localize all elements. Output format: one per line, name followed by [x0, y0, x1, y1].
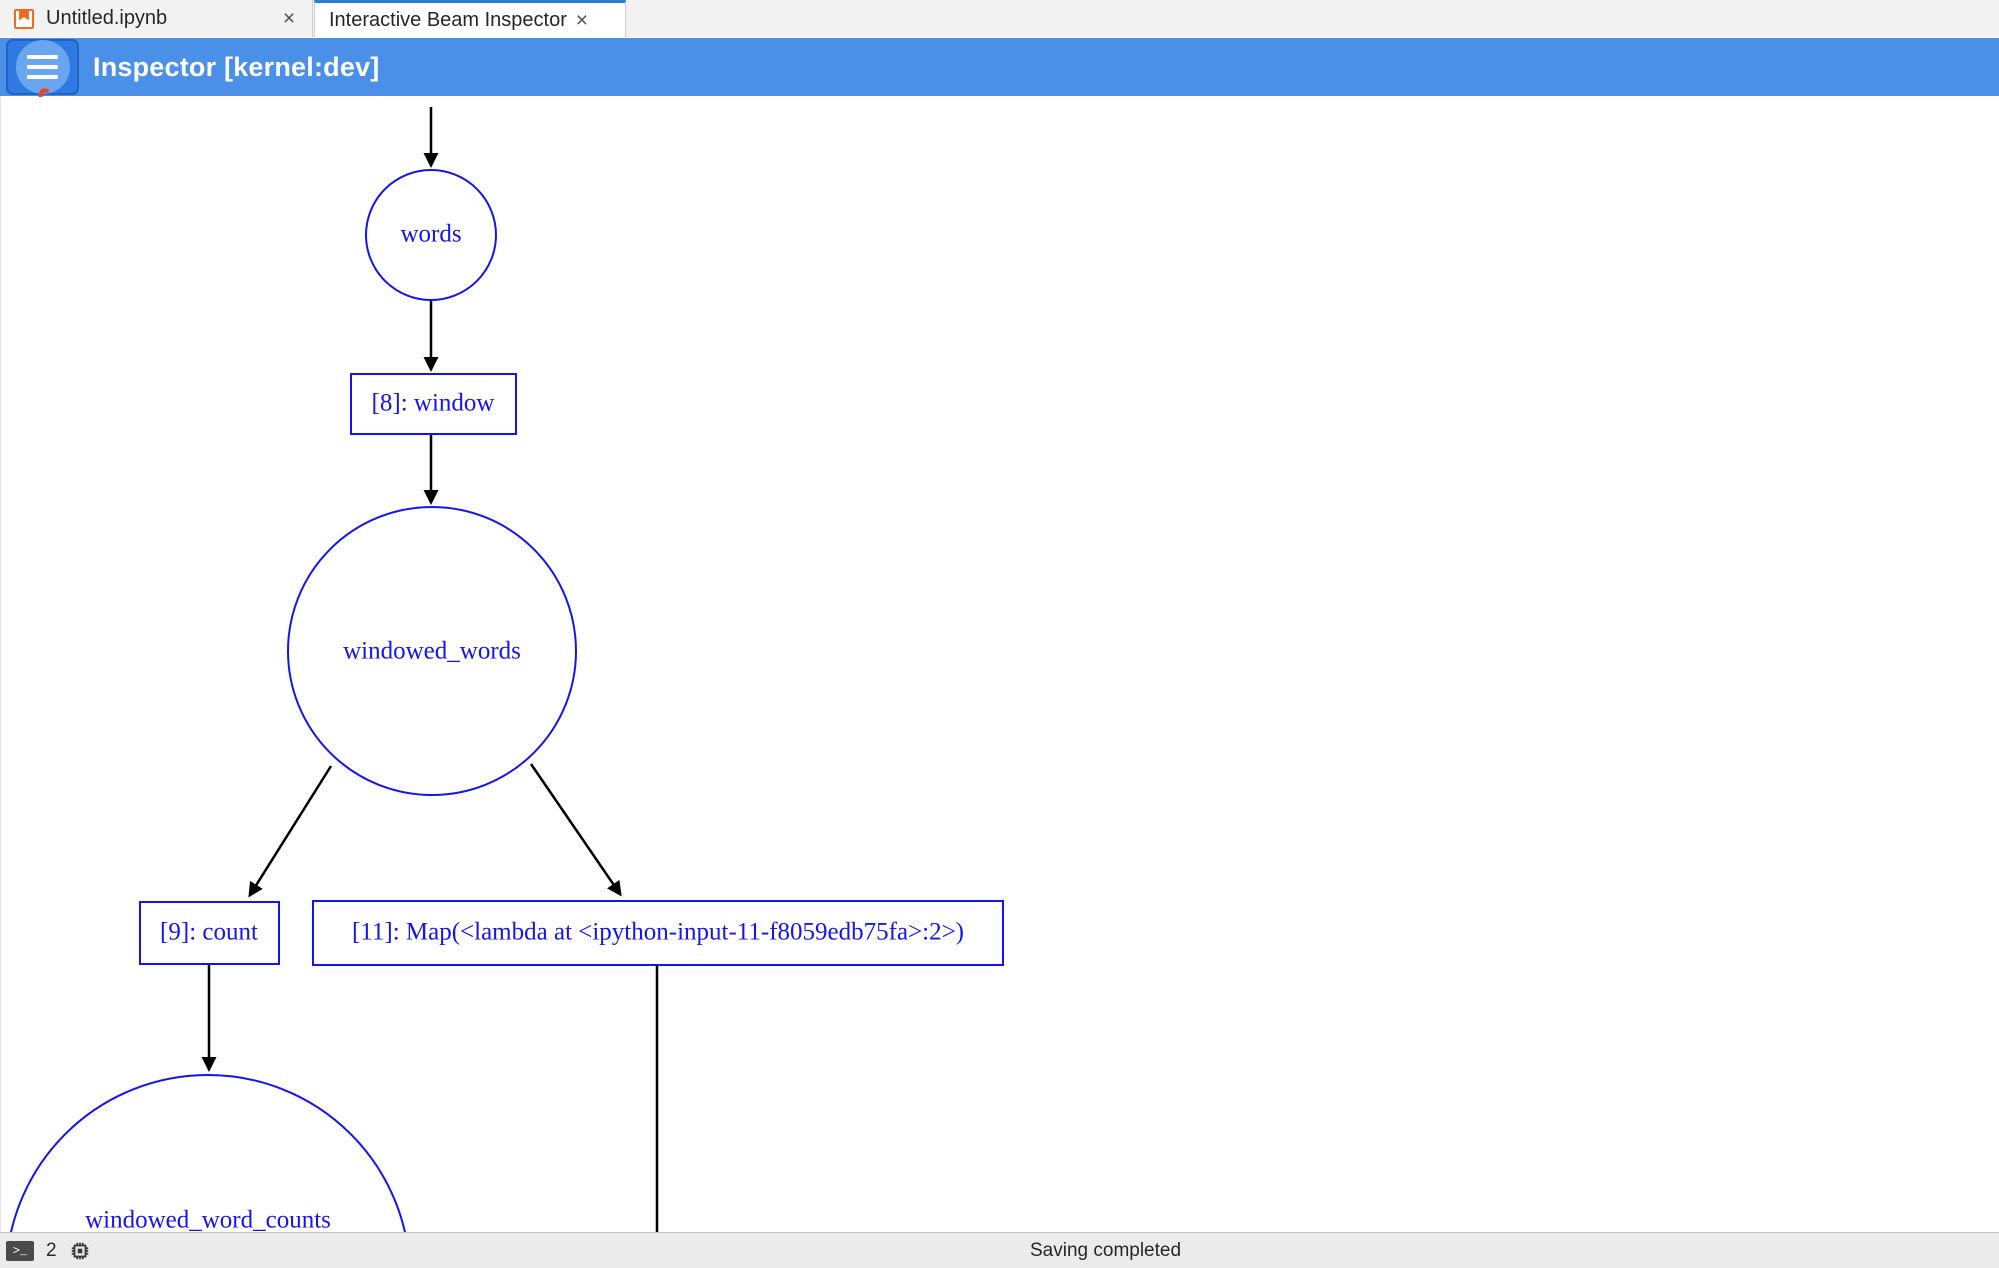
node-label: windowed_word_counts	[85, 1207, 331, 1232]
status-left-group: >_ 2	[0, 1240, 91, 1262]
terminal-icon[interactable]: >_	[6, 1240, 34, 1261]
node-words[interactable]: words	[365, 169, 497, 301]
node-window[interactable]: [8]: window	[350, 373, 517, 435]
inspector-header: Inspector [kernel:dev]	[0, 38, 1999, 96]
node-label: [11]: Map(<lambda at <ipython-input-11-f…	[352, 919, 964, 946]
node-count[interactable]: [9]: count	[139, 901, 280, 965]
tab-untitled-ipynb[interactable]: Untitled.ipynb ×	[0, 0, 313, 37]
node-map[interactable]: [11]: Map(<lambda at <ipython-input-11-f…	[312, 900, 1004, 966]
tab-interactive-beam-inspector[interactable]: Interactive Beam Inspector ×	[314, 0, 626, 37]
node-windowed-word-counts[interactable]: windowed_word_counts	[6, 1074, 410, 1232]
edge-windowed-words-to-count	[248, 765, 333, 898]
graph-edges	[201, 107, 659, 1232]
tab-bar: Untitled.ipynb × Interactive Beam Inspec…	[0, 0, 1999, 37]
page-title: Inspector [kernel:dev]	[93, 51, 380, 82]
close-icon[interactable]: ×	[575, 8, 589, 32]
close-icon[interactable]: ×	[282, 7, 296, 30]
node-label: windowed_words	[343, 638, 521, 665]
beam-pipeline-graph-canvas[interactable]: words [8]: window windowed_words [9]: co…	[0, 97, 1999, 1232]
kernel-count: 2	[46, 1239, 57, 1261]
node-label: words	[400, 221, 461, 248]
hamburger-menu-button[interactable]	[6, 39, 79, 95]
tab-bar-filler	[627, 0, 1999, 37]
edge-windowed-words-to-map	[529, 763, 622, 897]
pipeline-graph: words [8]: window windowed_words [9]: co…	[6, 107, 1004, 1232]
node-label: [9]: count	[160, 919, 258, 946]
tab-label: Untitled.ipynb	[46, 7, 168, 29]
status-bar: >_ 2 Saving completed	[0, 1232, 1999, 1268]
kernel-chip-icon[interactable]	[69, 1240, 91, 1262]
node-label: [8]: window	[372, 390, 495, 417]
node-windowed-words[interactable]: windowed_words	[287, 506, 577, 796]
hamburger-icon	[15, 40, 70, 94]
notebook-icon	[14, 8, 34, 29]
tab-label: Interactive Beam Inspector	[329, 8, 567, 31]
status-message: Saving completed	[1030, 1239, 1182, 1261]
